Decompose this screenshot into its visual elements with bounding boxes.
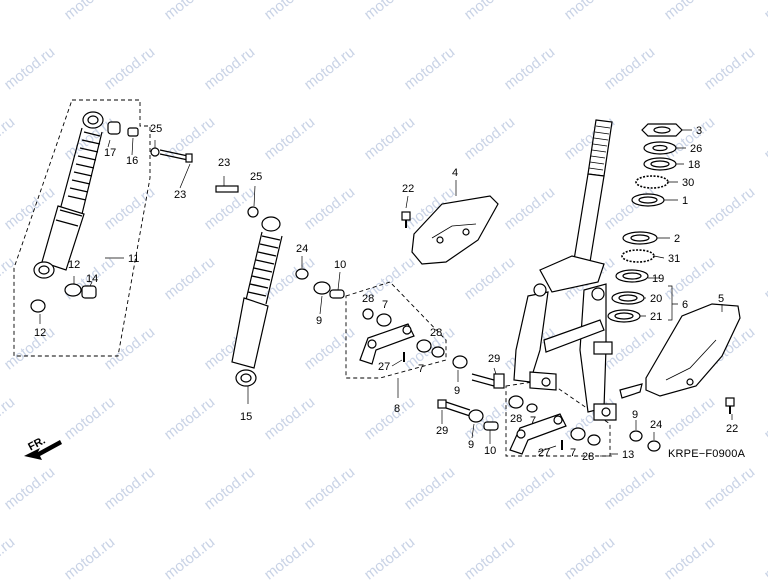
callout-7-c: 7 xyxy=(530,415,536,427)
callout-18: 18 xyxy=(688,159,700,171)
callout-22-lower: 22 xyxy=(726,423,738,435)
callout-25-left: 25 xyxy=(150,123,162,135)
callout-28-c: 28 xyxy=(510,413,522,425)
callout-24-lower: 24 xyxy=(650,419,662,431)
callout-6: 6 xyxy=(682,299,688,311)
link-assembly-upper xyxy=(345,281,447,398)
callout-20: 20 xyxy=(650,293,662,305)
front-direction-arrow xyxy=(24,440,62,460)
callout-19: 19 xyxy=(652,273,664,285)
callout-12-lower: 12 xyxy=(34,327,46,339)
callout-17: 17 xyxy=(104,147,116,159)
callout-24-upper: 24 xyxy=(296,243,308,255)
callout-9-mid: 9 xyxy=(454,385,460,397)
callout-9-upper: 9 xyxy=(316,315,322,327)
link-assembly-lower xyxy=(505,379,661,457)
callout-1: 1 xyxy=(682,195,688,207)
callout-16: 16 xyxy=(126,155,138,167)
diagram-code: KRPE−F0900A xyxy=(668,448,746,460)
fork-cover-left xyxy=(401,180,499,265)
callout-23-left: 23 xyxy=(174,189,186,201)
callout-4: 4 xyxy=(452,167,458,179)
callout-10-upper: 10 xyxy=(334,259,346,271)
callout-27-a: 27 xyxy=(378,361,390,373)
callout-27-b: 27 xyxy=(538,447,550,459)
callout-26: 26 xyxy=(690,143,702,155)
callout-9-right: 9 xyxy=(632,409,638,421)
rear-shock-absorber-middle xyxy=(215,176,345,404)
callout-5: 5 xyxy=(718,293,724,305)
callout-7-b: 7 xyxy=(418,363,424,375)
fork-cover-right xyxy=(645,303,741,420)
callout-7-d: 7 xyxy=(570,447,576,459)
callout-31: 31 xyxy=(668,253,680,265)
callout-10-lower: 10 xyxy=(484,445,496,457)
bolts-middle xyxy=(437,355,505,444)
callout-21: 21 xyxy=(650,311,662,323)
callout-14: 14 xyxy=(86,273,98,285)
callout-29-upper: 29 xyxy=(488,353,500,365)
callout-labels: 3 26 18 30 1 2 31 19 20 21 6 5 4 22 22 2… xyxy=(34,123,738,463)
callout-22-upper: 22 xyxy=(402,183,414,195)
callout-15: 15 xyxy=(240,411,252,423)
callout-12-upper: 12 xyxy=(68,259,80,271)
callout-8: 8 xyxy=(394,403,400,415)
rear-shock-absorber-left xyxy=(13,99,193,357)
callout-2: 2 xyxy=(674,233,680,245)
callout-30: 30 xyxy=(682,177,694,189)
callout-13: 13 xyxy=(622,449,634,461)
callout-11: 11 xyxy=(128,253,139,265)
callout-28-a: 28 xyxy=(362,293,374,305)
callout-7-a: 7 xyxy=(382,299,388,311)
callout-28-d: 28 xyxy=(582,451,594,463)
steering-bearing-stack xyxy=(607,123,692,323)
callout-25-mid: 25 xyxy=(250,171,262,183)
callout-3: 3 xyxy=(696,125,702,137)
steering-stem-fork xyxy=(513,119,643,421)
callout-28-b: 28 xyxy=(430,327,442,339)
callout-29-lower: 29 xyxy=(436,425,448,437)
callout-23-mid: 23 xyxy=(218,157,230,169)
callout-9-lower: 9 xyxy=(468,439,474,451)
